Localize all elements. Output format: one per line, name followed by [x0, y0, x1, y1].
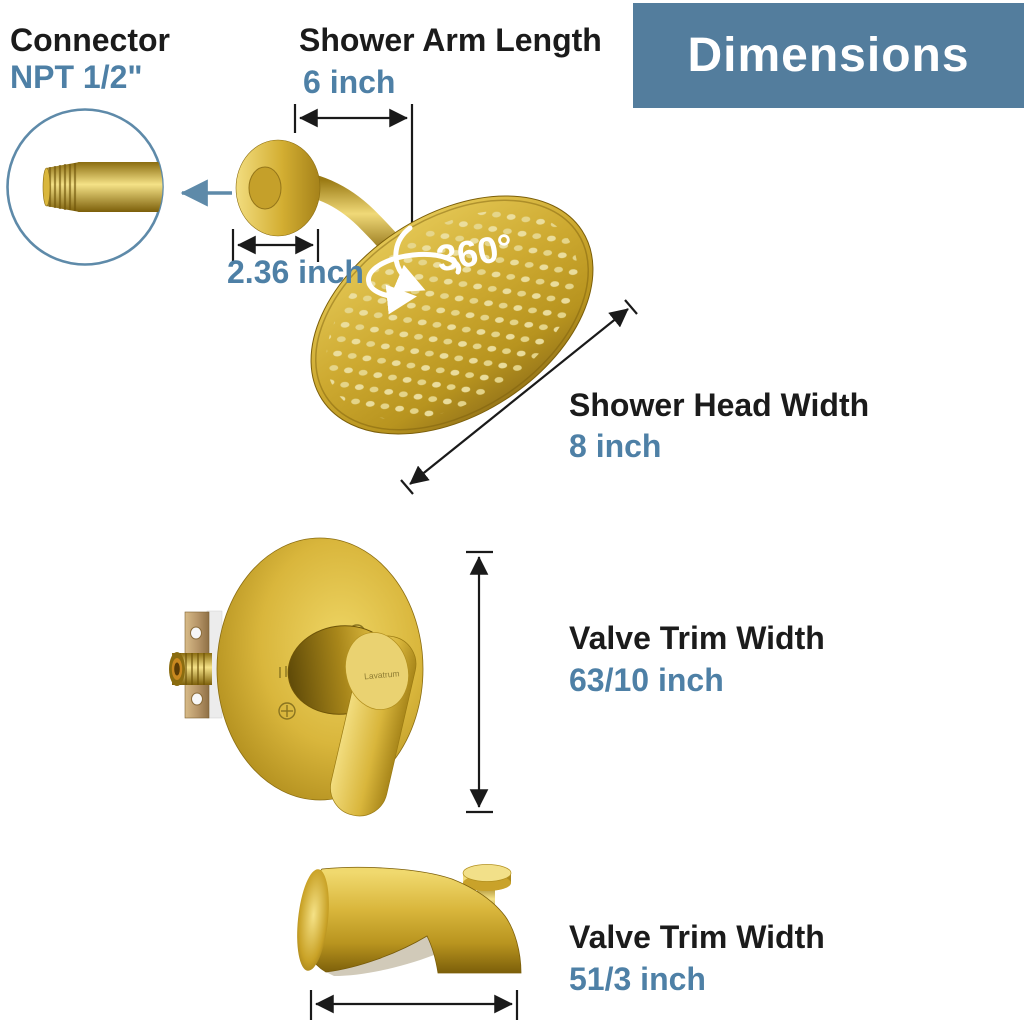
banner-title: Dimensions	[687, 29, 970, 82]
flange-width-dimension-arrow	[231, 229, 320, 262]
connector-inset-circle	[6, 108, 232, 266]
valve-trim-width-title: Valve Trim Width	[569, 620, 825, 656]
tub-spout-width-value: 51/3 inch	[569, 961, 706, 997]
valve-trim-width-value: 63/10 inch	[569, 662, 724, 698]
threaded-connector-icon	[42, 162, 163, 212]
shower-arm-length-value: 6 inch	[303, 64, 396, 100]
valve-trim-dimension-arrow	[466, 550, 493, 814]
valve-trim-illustration: Lavatrum	[169, 537, 424, 817]
shower-head-width-title: Shower Head Width	[569, 387, 870, 423]
dimensions-banner: Dimensions	[633, 3, 1024, 108]
spout-mouth	[297, 869, 329, 971]
connector-value: NPT 1/2"	[10, 59, 143, 95]
rotation-arrows-icon	[366, 225, 462, 315]
shower-head-width-dimension-arrow	[400, 299, 638, 495]
wall-flange-width-value: 2.36 inch	[227, 254, 364, 290]
shower-arm-length-title: Shower Arm Length	[299, 22, 602, 58]
brand-label: Lavatrum	[364, 668, 400, 681]
tub-spout-illustration	[297, 864, 522, 976]
shower-arm-dimension-arrow	[293, 104, 414, 240]
connector-title: Connector	[10, 22, 170, 58]
tub-spout-width-title: Valve Trim Width	[569, 919, 825, 955]
shower-head-width-value: 8 inch	[569, 428, 662, 464]
tub-spout-dimension-arrow	[309, 990, 519, 1020]
